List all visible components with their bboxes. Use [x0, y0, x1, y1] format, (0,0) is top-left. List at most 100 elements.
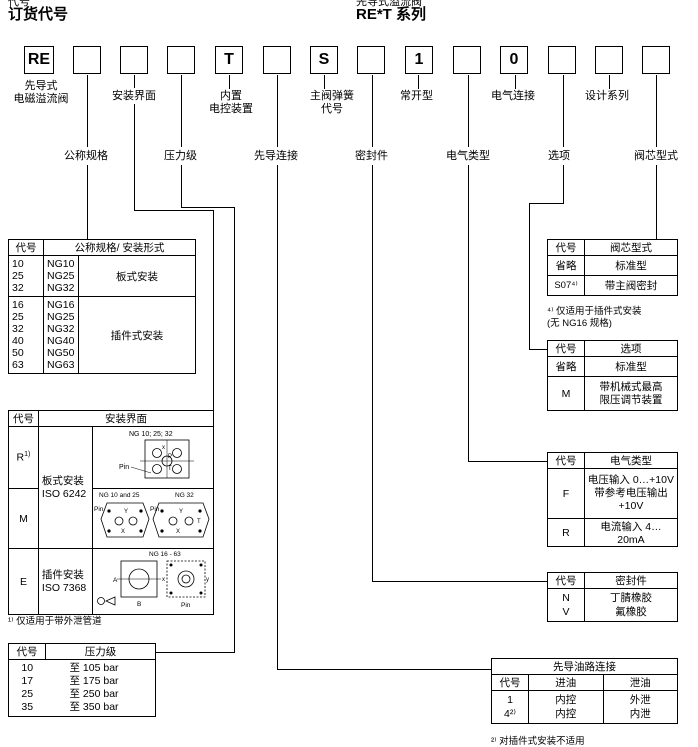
svg-text:P: P	[168, 454, 172, 460]
spool-header: 阀芯型式	[584, 239, 678, 256]
connector-line	[134, 210, 214, 211]
label-nominal-size: 公称规格	[64, 150, 108, 162]
connector-line	[468, 165, 469, 462]
option-header: 选项	[584, 340, 678, 357]
mount-row-code: E	[8, 548, 39, 615]
size-table-header-code: 代号	[8, 239, 44, 256]
connector-line	[563, 165, 564, 203]
connector-line	[609, 75, 610, 89]
code-box	[73, 46, 101, 74]
connector-line	[134, 104, 135, 210]
spool-code: S07⁴⁾	[547, 275, 585, 296]
spool-header-code: 代号	[547, 239, 585, 256]
seal-header: 密封件	[584, 572, 678, 589]
svg-text:T: T	[197, 519, 201, 525]
seal-header-code: 代号	[547, 572, 585, 589]
connector-line	[324, 75, 325, 89]
mount-plate-label: 板式安装 ISO 6242	[37, 426, 94, 549]
header-top-left: 代号	[8, 0, 30, 8]
mount-cartridge-label: 插件安装 ISO 7368	[37, 548, 94, 615]
connector-line	[468, 461, 547, 462]
svg-text:X: X	[176, 529, 180, 535]
svg-text:X: X	[121, 529, 125, 535]
pilot-header-in: 进油	[528, 674, 604, 691]
elec-header: 电气类型	[583, 452, 679, 469]
connector-line	[181, 75, 182, 147]
svg-text:x: x	[162, 445, 165, 451]
connector-line	[181, 165, 182, 207]
connector-line	[372, 581, 547, 582]
svg-text:Pin: Pin	[150, 506, 160, 513]
svg-text:y: y	[206, 577, 209, 583]
svg-text:NG 32: NG 32	[175, 492, 194, 499]
label-pressure: 压力级	[164, 150, 197, 162]
page-title: 订货代号	[8, 6, 69, 23]
elec-desc: 电流输入 4…20mA	[583, 518, 679, 547]
pilot-header-drain: 泄油	[602, 674, 678, 691]
connector-line	[213, 210, 214, 410]
size-table-type-cartridge: 插件式安装	[78, 296, 196, 374]
svg-text:B: B	[137, 601, 141, 608]
option-code: 省略	[547, 356, 585, 377]
code-box: T	[215, 46, 243, 74]
spool-desc: 标准型	[584, 255, 678, 276]
diagram-r-icon: NG 10; 25; 32 x P T Pin	[119, 431, 194, 479]
pressure-header-code: 代号	[8, 643, 46, 660]
connector-line	[563, 75, 564, 147]
connector-line	[529, 203, 530, 350]
header-top-right: 先导式溢流阀	[356, 0, 422, 8]
label-elec-type: 电气类型	[446, 150, 490, 162]
connector-line	[656, 75, 657, 147]
label-design-series: 设计系列	[585, 90, 629, 102]
mount-diagram-r: NG 10; 25; 32 x P T Pin	[92, 426, 214, 489]
connector-line	[134, 75, 135, 88]
connector-line	[87, 165, 88, 239]
label-pilot-valve: 先导式 电磁溢流阀	[13, 80, 69, 105]
spool-footnote: ⁴⁾ 仅适用于插件式安装 (无 NG16 规格)	[547, 306, 642, 329]
pressure-header: 压力级	[45, 643, 156, 660]
label-spool-type: 阀芯型式	[634, 150, 678, 162]
code-box: S	[310, 46, 338, 74]
mount-diagram-m: NG 10 and 25 NG 32 Y X Pin Y X T Pin	[92, 488, 214, 549]
mount-table: 代号 安装界面 R1) 板式安装 ISO 6242 NG 10; 25; 32 …	[8, 410, 215, 615]
connector-line	[229, 75, 230, 89]
code-box	[263, 46, 291, 74]
series-title: RE*T 系列	[356, 6, 427, 23]
mount-footnote: ¹⁾ 仅适用于带外泄管道	[8, 616, 102, 627]
mount-diagram-e: NG 16 - 63 A B x y Pin	[92, 548, 214, 615]
code-box: RE	[24, 46, 54, 74]
connector-line	[181, 207, 235, 208]
pilot-table-title: 先导油路连接	[491, 658, 678, 675]
option-header-code: 代号	[547, 340, 585, 357]
connector-line	[515, 75, 516, 89]
svg-text:NG 16 - 63: NG 16 - 63	[149, 551, 181, 558]
elec-code: F	[547, 468, 585, 519]
diagram-e-icon: NG 16 - 63 A B x y Pin	[97, 551, 209, 609]
code-box	[548, 46, 576, 74]
pilot-header-code: 代号	[491, 674, 529, 691]
label-spring-code: 主阀弹簧 代号	[310, 90, 354, 115]
label-mount: 安装界面	[112, 90, 156, 102]
connector-line	[529, 203, 564, 204]
seal-desc: 丁腈橡胶氟橡胶	[584, 588, 678, 622]
code-box	[120, 46, 148, 74]
code-box	[357, 46, 385, 74]
connector-line	[277, 165, 278, 670]
spool-code: 省略	[547, 255, 585, 276]
option-code: M	[547, 376, 585, 411]
code-box	[642, 46, 670, 74]
code-box: 1	[405, 46, 433, 74]
spool-table: 代号 阀芯型式 省略标准型 S07⁴⁾带主阀密封	[547, 239, 678, 296]
svg-text:Pin: Pin	[119, 464, 129, 471]
